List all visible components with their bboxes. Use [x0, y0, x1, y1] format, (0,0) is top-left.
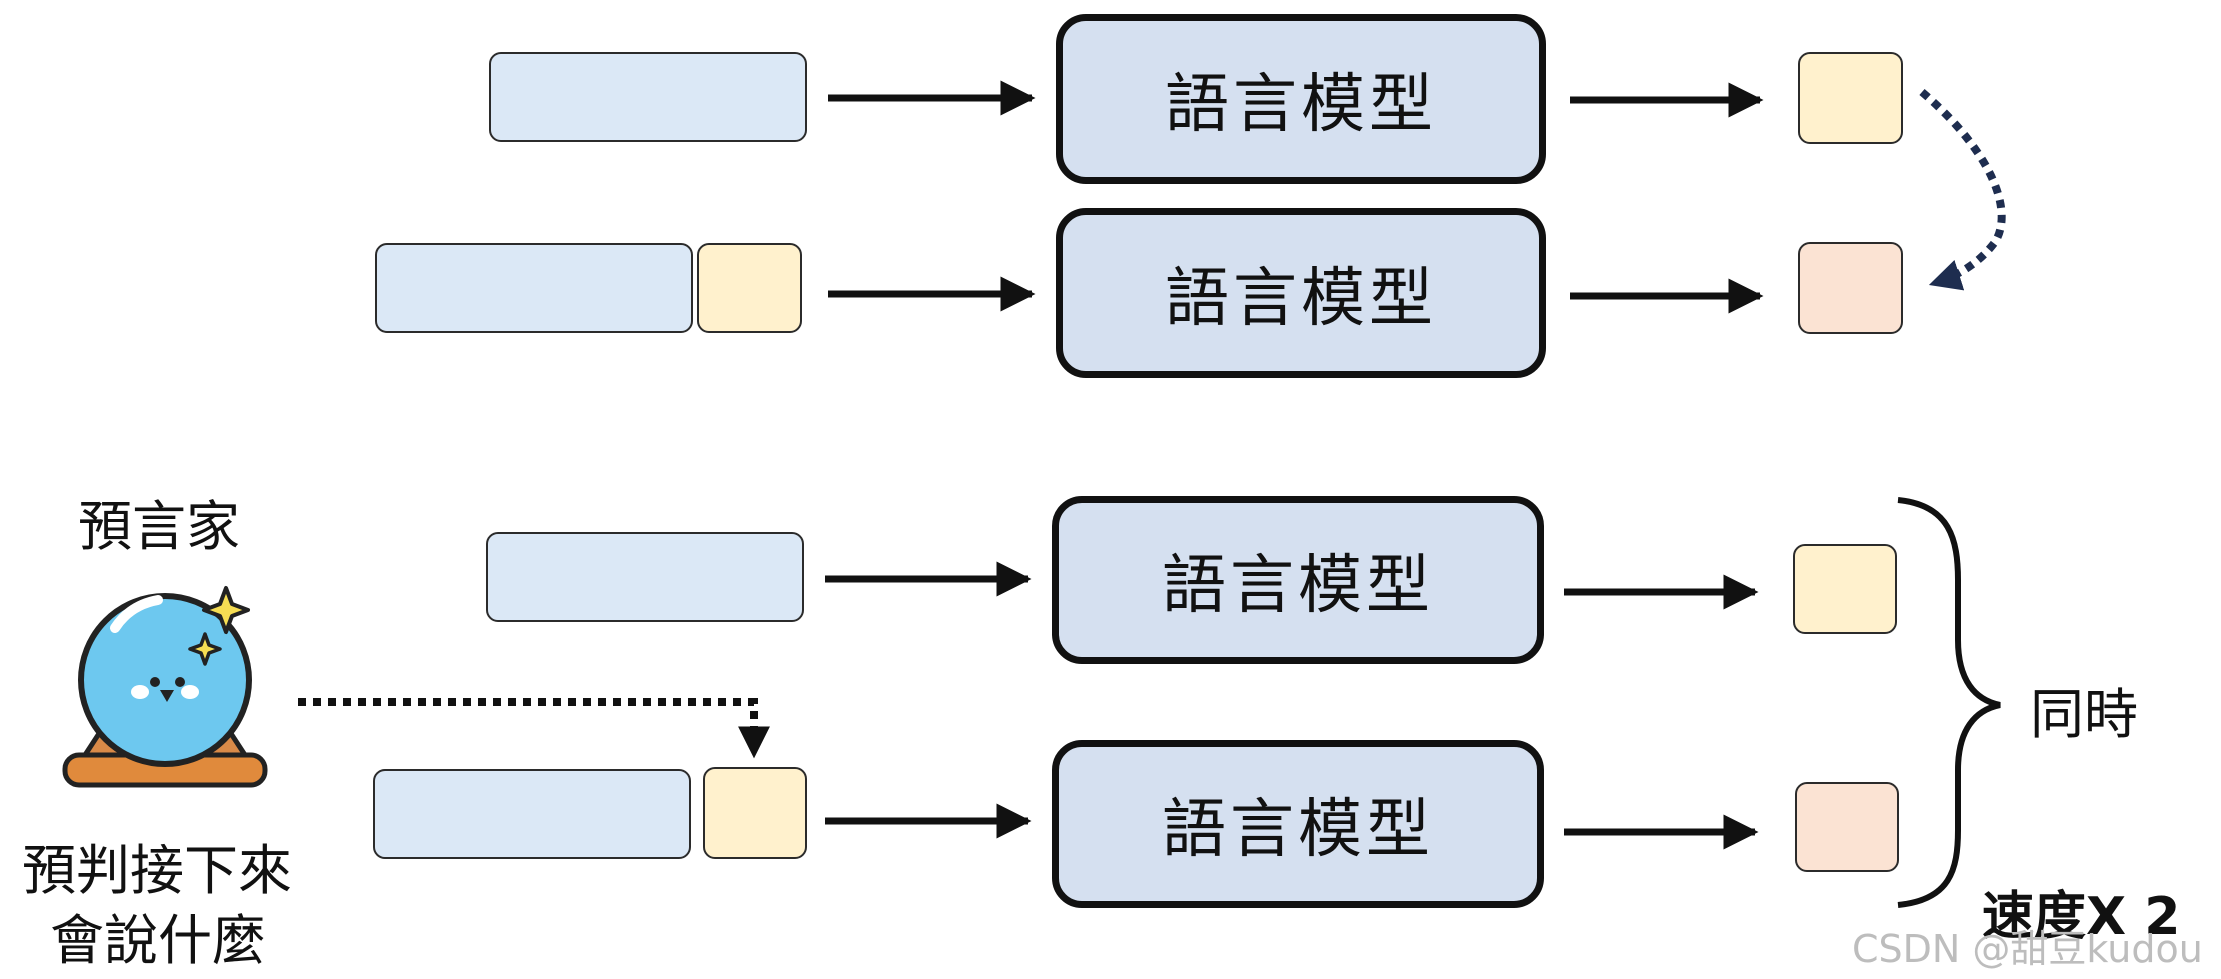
- output-token: [1795, 782, 1899, 872]
- language-model-box: 語言模型: [1052, 740, 1544, 908]
- predicted-token: [703, 767, 807, 859]
- language-model-box: 語言模型: [1052, 496, 1544, 664]
- simultaneous-label: 同時: [2030, 683, 2138, 746]
- prediction-dotted-arrow: [298, 698, 770, 759]
- feedback-dotted-arrow: [1919, 88, 2006, 291]
- language-model-box: 語言模型: [1056, 14, 1546, 184]
- output-token: [1798, 242, 1903, 334]
- language-model-box: 語言模型: [1056, 208, 1546, 378]
- oracle-title: 預言家: [78, 495, 240, 558]
- oracle-caption-line2: 會說什麼: [50, 909, 266, 972]
- output-token: [1798, 52, 1903, 144]
- appended-token: [697, 243, 802, 333]
- input-sequence-box: [486, 532, 804, 622]
- oracle-caption-line1: 預判接下來: [22, 839, 292, 902]
- input-sequence-box: [375, 243, 693, 333]
- crystal-ball-icon: [62, 586, 268, 788]
- watermark: CSDN @甜豆kudou: [1852, 927, 2203, 971]
- simultaneous-brace: [1897, 497, 2001, 908]
- speedup-label: 速度X 2: [1982, 887, 2181, 947]
- input-sequence-box: [373, 769, 691, 859]
- output-token: [1793, 544, 1897, 634]
- input-sequence-box: [489, 52, 807, 142]
